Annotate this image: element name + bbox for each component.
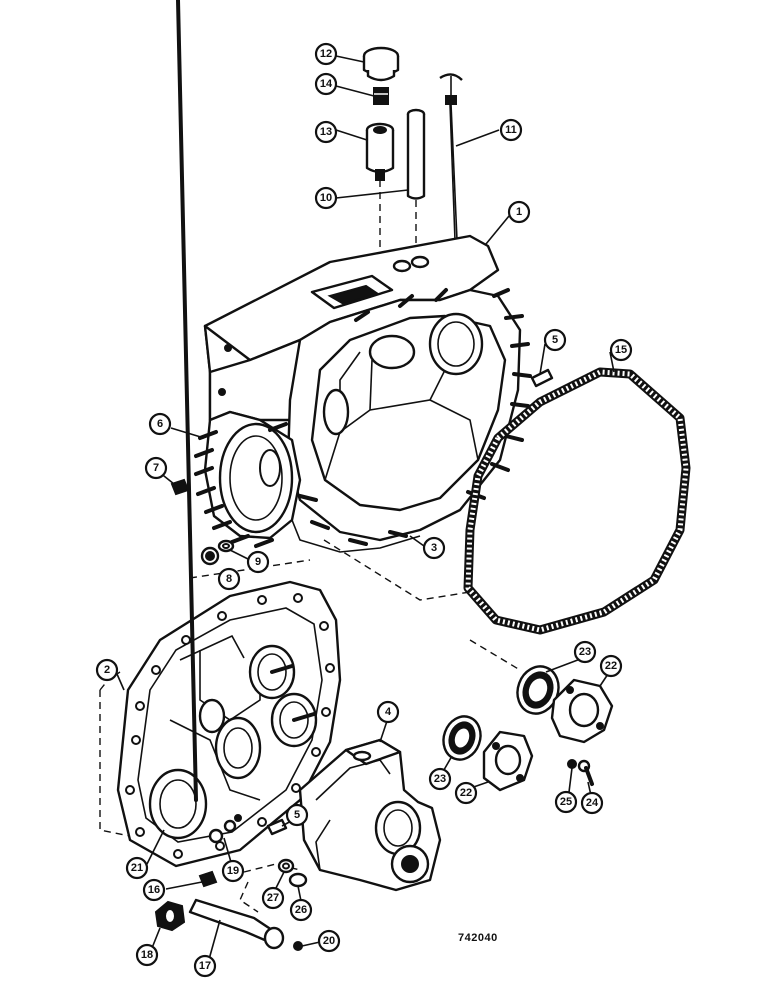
- housing-part-1: [203, 234, 522, 553]
- callout-label: 26: [295, 904, 307, 916]
- callout-2: 2: [95, 658, 119, 682]
- callout-3: 3: [422, 536, 446, 560]
- clamp-part-18: [154, 900, 186, 932]
- cover-plate-part-2: [116, 0, 342, 868]
- callout-label: 6: [157, 418, 163, 430]
- callout-label: 15: [615, 344, 627, 356]
- dowel-pin-part-5-upper: [530, 368, 554, 388]
- dowel-pin-part-5-lower: [266, 818, 288, 836]
- plug-part-8: [200, 546, 220, 566]
- callout-label: 13: [320, 126, 332, 138]
- callout-25: 25: [554, 790, 578, 814]
- callout-label: 14: [320, 78, 333, 90]
- nut-part-7: [170, 478, 190, 496]
- callout-16: 16: [142, 878, 166, 902]
- callout-26: 26: [289, 898, 313, 922]
- callout-23-right: 23: [573, 640, 597, 664]
- oil-seal-part-23-right: [516, 665, 560, 715]
- callout-label: 10: [320, 192, 332, 204]
- callout-24: 24: [580, 791, 604, 815]
- callout-label: 22: [460, 787, 472, 799]
- dipstick-part-11: [439, 73, 463, 241]
- callout-label: 20: [323, 935, 335, 947]
- filler-tube-part-13: [365, 122, 395, 181]
- callout-4: 4: [376, 700, 400, 724]
- callout-label: 24: [586, 797, 599, 809]
- callout-19: 19: [221, 859, 245, 883]
- callout-7: 7: [144, 456, 168, 480]
- bearing-cap-part-22-left: [482, 730, 534, 792]
- callout-11: 11: [499, 118, 523, 142]
- capscrew-part-24: [577, 759, 594, 786]
- callout-18: 18: [135, 943, 159, 967]
- callout-label: 22: [605, 660, 617, 672]
- callout-label: 7: [153, 462, 159, 474]
- callout-label: 23: [434, 773, 446, 785]
- plug-part-20: [293, 941, 303, 951]
- nut-part-16: [198, 870, 218, 888]
- callout-8: 8: [217, 567, 241, 591]
- callout-label: 8: [226, 573, 232, 585]
- callout-label: 9: [255, 556, 261, 568]
- callout-label: 25: [560, 796, 572, 808]
- callout-label: 19: [227, 865, 239, 877]
- callout-13: 13: [314, 120, 338, 144]
- callout-label: 16: [148, 884, 160, 896]
- callout-label: 1: [516, 206, 522, 218]
- callout-21: 21: [125, 856, 149, 880]
- callout-label: 12: [320, 48, 332, 60]
- studs-part-6: [194, 422, 288, 548]
- callout-22-left: 22: [454, 781, 478, 805]
- callout-15: 15: [609, 338, 633, 362]
- callout-20: 20: [317, 929, 341, 953]
- callout-label: 4: [385, 706, 392, 718]
- bearing-cap-part-22-right: [550, 678, 614, 744]
- callout-9: 9: [246, 550, 270, 574]
- fitting-part-19: [208, 814, 242, 844]
- callout-label: 27: [267, 892, 279, 904]
- callout-17: 17: [193, 954, 217, 978]
- callout-label: 17: [199, 960, 211, 972]
- callout-6: 6: [148, 412, 172, 436]
- washer-part-25: [567, 759, 577, 769]
- callout-label: 2: [104, 664, 110, 676]
- figure-number: 742040: [458, 932, 498, 944]
- washer-part-27: [277, 858, 295, 874]
- callout-5-lower: 5: [285, 803, 309, 827]
- callout-label: 11: [505, 124, 517, 136]
- callout-label: 18: [141, 949, 153, 961]
- callout-label: 3: [431, 542, 437, 554]
- callout-label: 5: [552, 334, 558, 346]
- callout-12: 12: [314, 42, 338, 66]
- studs-part-3: [298, 288, 532, 546]
- breather-cap-part-12: [362, 46, 400, 82]
- callout-label: 5: [294, 809, 300, 821]
- pump-housing-part-4: [298, 738, 442, 892]
- gasket-part-15: [463, 367, 691, 635]
- oil-seal-part-23-left: [442, 715, 482, 761]
- callout-label: 23: [579, 646, 591, 658]
- tube-part-10: [406, 108, 426, 200]
- callout-22-right: 22: [599, 654, 623, 678]
- washer-part-9: [217, 539, 235, 553]
- bushing-part-14: [373, 87, 389, 105]
- callout-27: 27: [261, 886, 285, 910]
- callout-label: 21: [131, 862, 143, 874]
- callout-5-upper: 5: [543, 328, 567, 352]
- plug-part-26: [288, 872, 308, 888]
- callout-23-left: 23: [428, 767, 452, 791]
- suction-tube-part-17: [188, 898, 285, 950]
- callout-1: 1: [507, 200, 531, 224]
- callout-10: 10: [314, 186, 338, 210]
- callout-14: 14: [314, 72, 338, 96]
